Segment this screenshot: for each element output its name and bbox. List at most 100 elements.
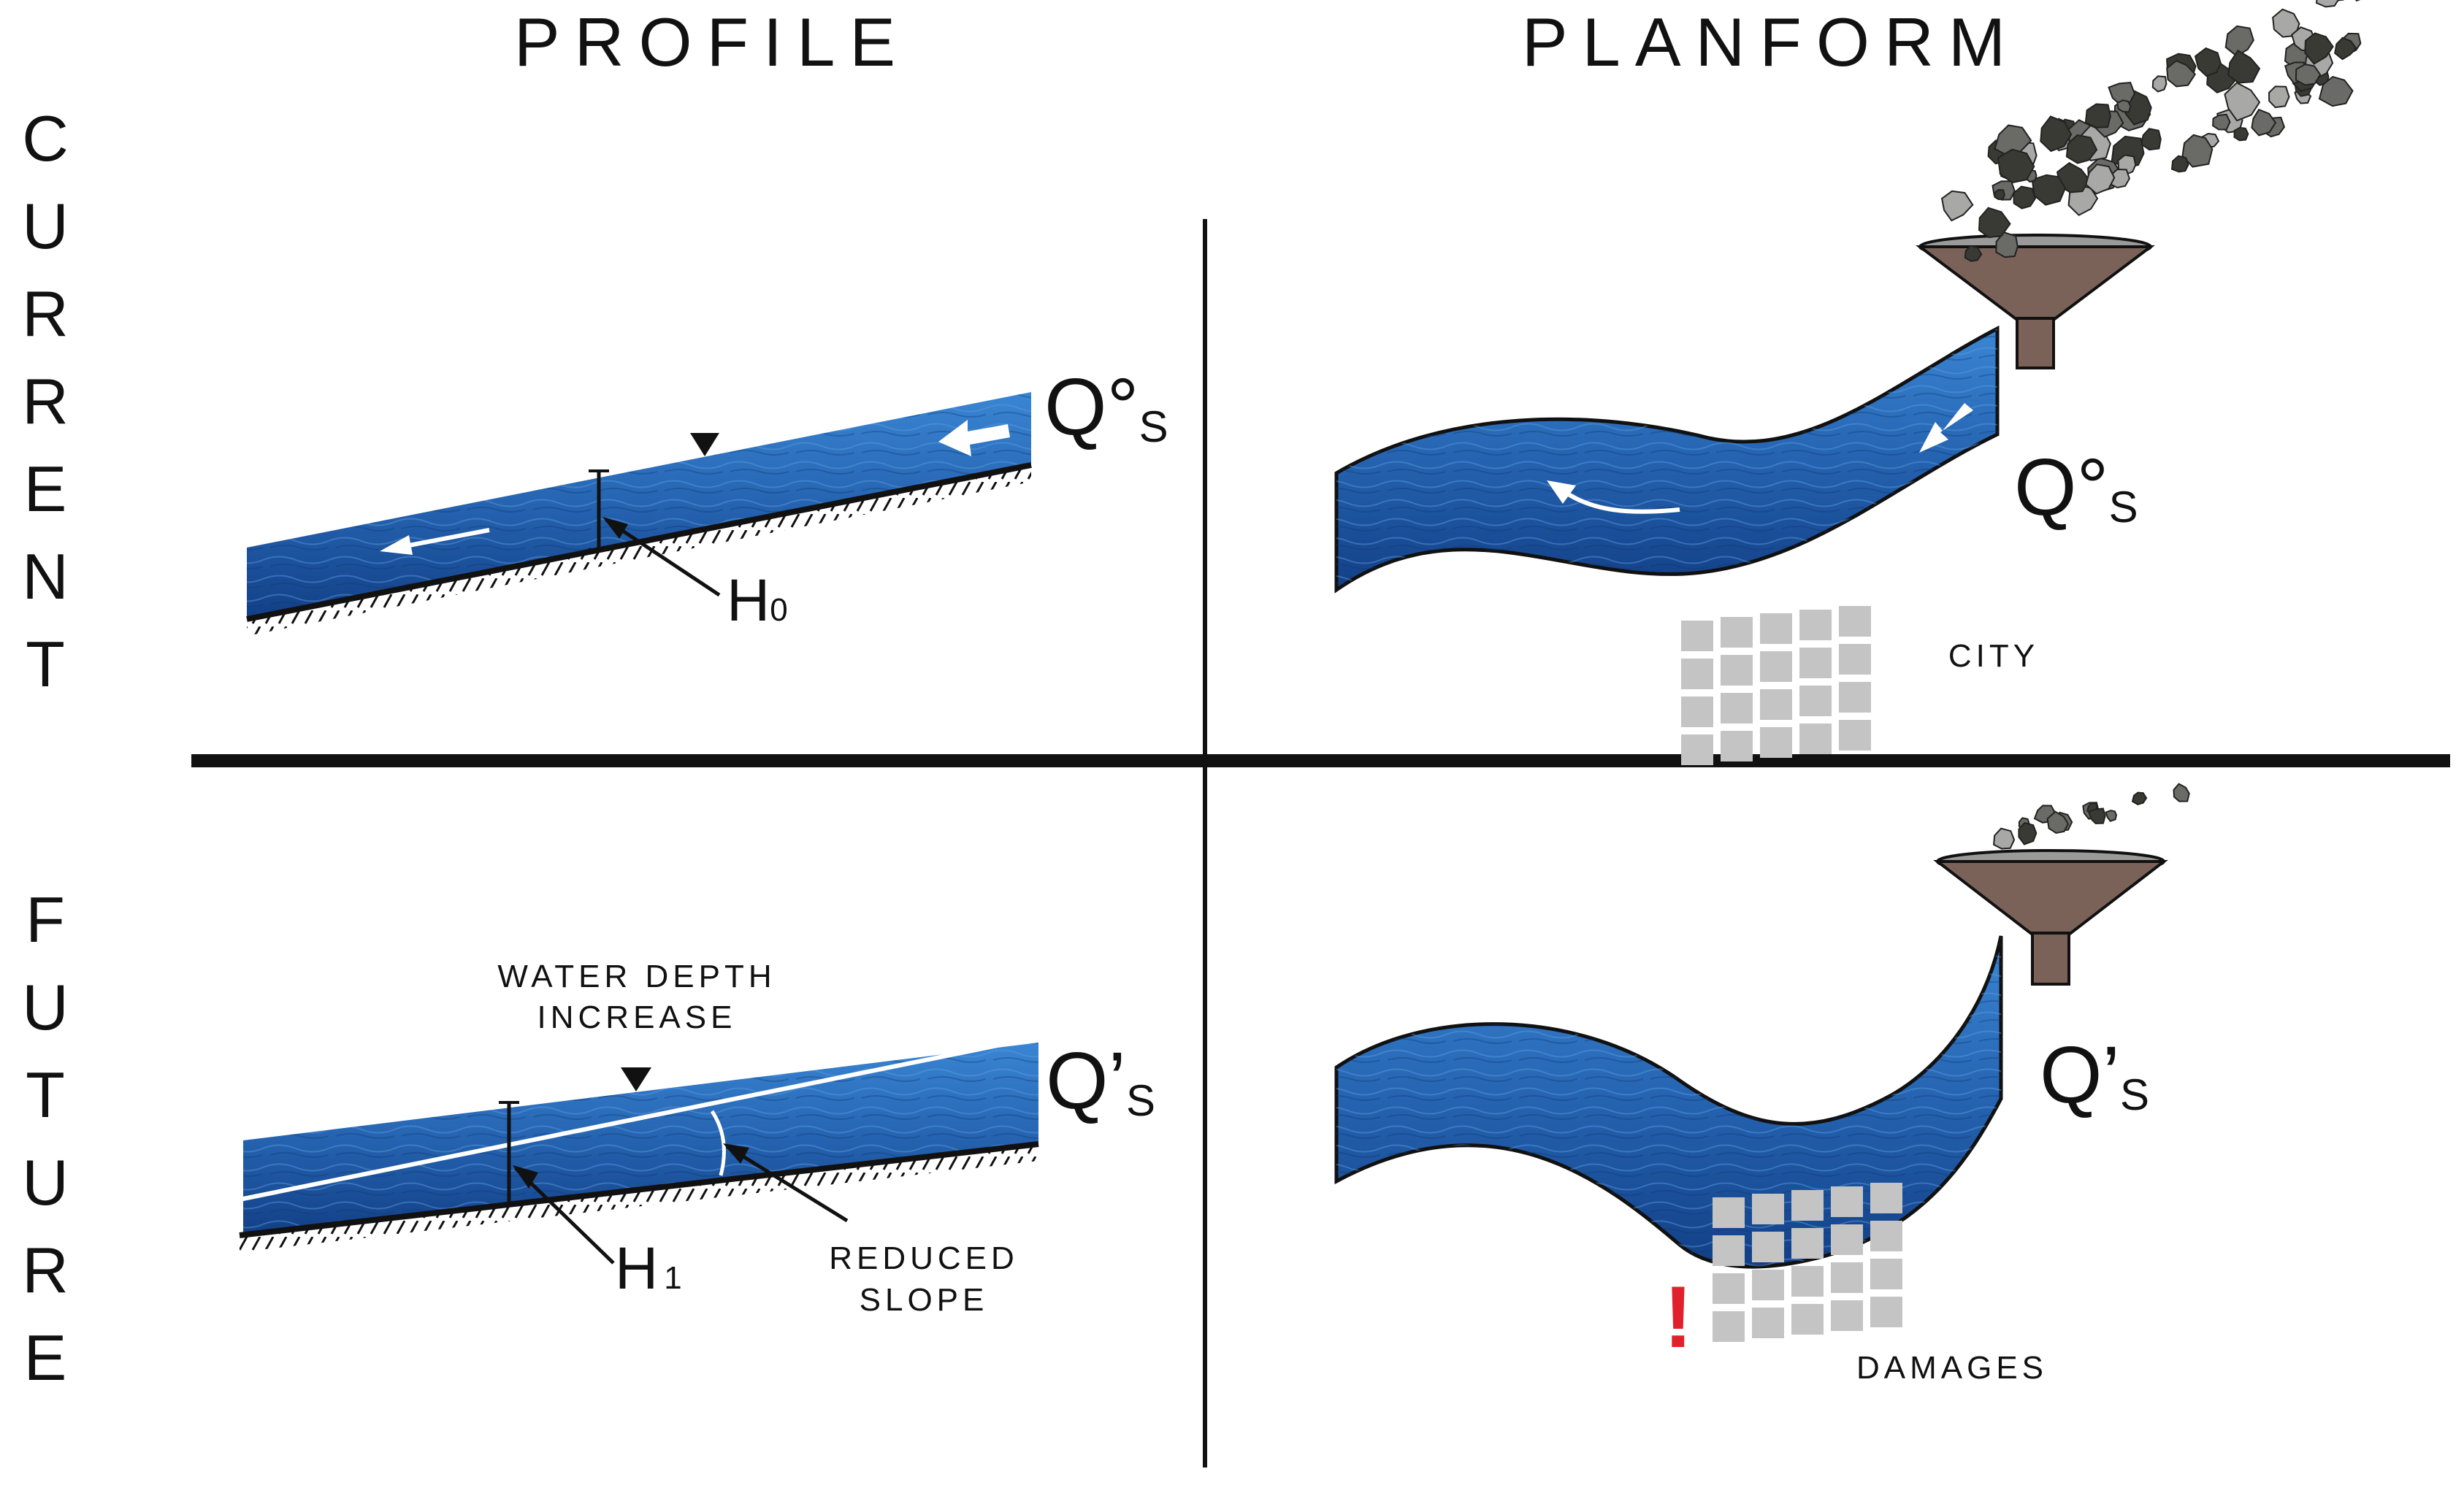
city-block	[1721, 693, 1753, 724]
city-block	[1713, 1273, 1745, 1304]
future-planform-q-label: Q’S	[2040, 1030, 2149, 1120]
row-label-letter: T	[26, 628, 65, 700]
city-label: CITY	[1948, 638, 2039, 674]
city-block	[1839, 644, 1871, 675]
city-block	[1799, 686, 1832, 716]
city-block	[1681, 659, 1713, 689]
row-label-letter: U	[22, 971, 69, 1043]
sediment-rock-icon	[2170, 155, 2189, 173]
row-label-letter: C	[22, 102, 69, 174]
flow-arrow-icon	[1919, 403, 1973, 453]
sediment-rock-icon	[2046, 810, 2069, 834]
city-block	[1713, 1311, 1745, 1342]
city-block	[1681, 697, 1713, 727]
sediment-rock-icon	[2084, 103, 2111, 128]
h0-label: H0	[727, 567, 788, 634]
sediment-rock-icon	[2334, 37, 2357, 61]
sediment-rock-icon	[2295, 63, 2322, 86]
h0-leader-line	[605, 518, 721, 597]
sediment-rock-icon	[1995, 231, 2019, 258]
funnel-icon	[1916, 234, 2155, 369]
current-planform-q-label: Q°S	[2014, 442, 2138, 532]
sediment-rock-icon	[2065, 134, 2098, 164]
city-block	[1681, 621, 1713, 651]
row-label-letter: R	[22, 365, 69, 437]
city-block	[1791, 1266, 1824, 1297]
sediment-rock-icon	[2251, 108, 2277, 137]
previous-water-surface-line	[239, 1040, 1012, 1202]
sediment-rock-icon	[2105, 810, 2118, 822]
row-label-letter: R	[22, 277, 69, 350]
sediment-rock-icon	[2131, 791, 2148, 805]
sediment-rock-icon	[2116, 99, 2132, 113]
reduced-slope-label-line1: REDUCED	[829, 1240, 1019, 1276]
city-block	[1870, 1183, 1902, 1213]
reduced-slope-leader-line	[725, 1144, 849, 1223]
city-block	[1713, 1197, 1745, 1228]
row-label-letter: U	[22, 190, 69, 262]
sediment-rock-icon	[2140, 128, 2162, 151]
city-grid-icon	[1713, 1183, 1902, 1342]
flow-arrow-icon	[938, 420, 1010, 456]
city-block	[1870, 1259, 1902, 1289]
sediment-rock-icon	[2013, 185, 2037, 210]
sediment-rock-icon	[2151, 75, 2168, 93]
city-block	[1791, 1304, 1824, 1335]
city-block	[1839, 682, 1871, 713]
city-block	[1870, 1297, 1902, 1327]
warning-icon: !	[1664, 1268, 1693, 1366]
sediment-rock-icon	[2181, 134, 2214, 168]
city-block	[1870, 1221, 1902, 1251]
row-label-letter: N	[22, 540, 69, 613]
city-block	[1752, 1232, 1784, 1262]
sediment-rock-icon	[2315, 0, 2340, 8]
sediment-rock-icon	[1978, 207, 2011, 239]
funnel-icon	[1933, 849, 2168, 986]
row-label-letter: F	[26, 883, 65, 956]
sediment-rock-icon	[1993, 827, 2016, 850]
current-profile-q-label: Q°S	[1044, 362, 1168, 452]
city-block	[1799, 724, 1832, 754]
city-block	[1760, 689, 1792, 720]
current-planform-river	[1334, 325, 2000, 594]
bed-hatching	[247, 465, 1031, 636]
city-block	[1839, 720, 1871, 751]
city-block	[1721, 655, 1753, 686]
sediment-rock-icon	[1964, 245, 1983, 262]
sediment-rock-icon	[2268, 85, 2290, 109]
reduced-slope-label-line2: SLOPE	[860, 1282, 989, 1318]
sediment-rock-icon	[2355, 0, 2361, 2]
slope-angle-arc	[710, 1110, 726, 1176]
city-block	[1839, 606, 1871, 637]
city-block	[1760, 727, 1792, 758]
sediment-rock-icon	[1994, 188, 2005, 201]
water-surface-marker-icon	[690, 433, 719, 456]
sediment-rock-icon	[2166, 60, 2197, 88]
damages-label: DAMAGES	[1856, 1350, 2048, 1386]
city-block	[1721, 617, 1753, 648]
flow-arrow-icon	[1561, 488, 1680, 514]
bed-hatching	[240, 1144, 1038, 1252]
sediment-rock-icon	[2018, 821, 2038, 845]
sediment-rock-icon	[2224, 82, 2261, 122]
sediment-rocks-current	[1941, 0, 2362, 262]
city-block	[1791, 1190, 1824, 1221]
water-depth-label-line2: INCREASE	[537, 999, 737, 1035]
sediment-rock-icon	[2040, 115, 2073, 153]
sediment-rock-icon	[2085, 164, 2116, 195]
sediment-rock-icon	[2318, 75, 2354, 107]
city-block	[1831, 1262, 1863, 1293]
row-label-letter: R	[22, 1234, 69, 1306]
city-block	[1831, 1224, 1863, 1255]
sediment-rocks-future	[1993, 783, 2190, 850]
profile-header: PROFILE	[514, 4, 910, 80]
sediment-rock-icon	[2233, 126, 2249, 142]
city-block	[1721, 731, 1753, 761]
flow-arrow-icon	[380, 528, 490, 555]
city-block	[1752, 1270, 1784, 1300]
future-planform-river	[1334, 935, 2003, 1269]
water-depth-label-line1: WATER DEPTH	[497, 959, 776, 994]
city-block	[1791, 1228, 1824, 1259]
